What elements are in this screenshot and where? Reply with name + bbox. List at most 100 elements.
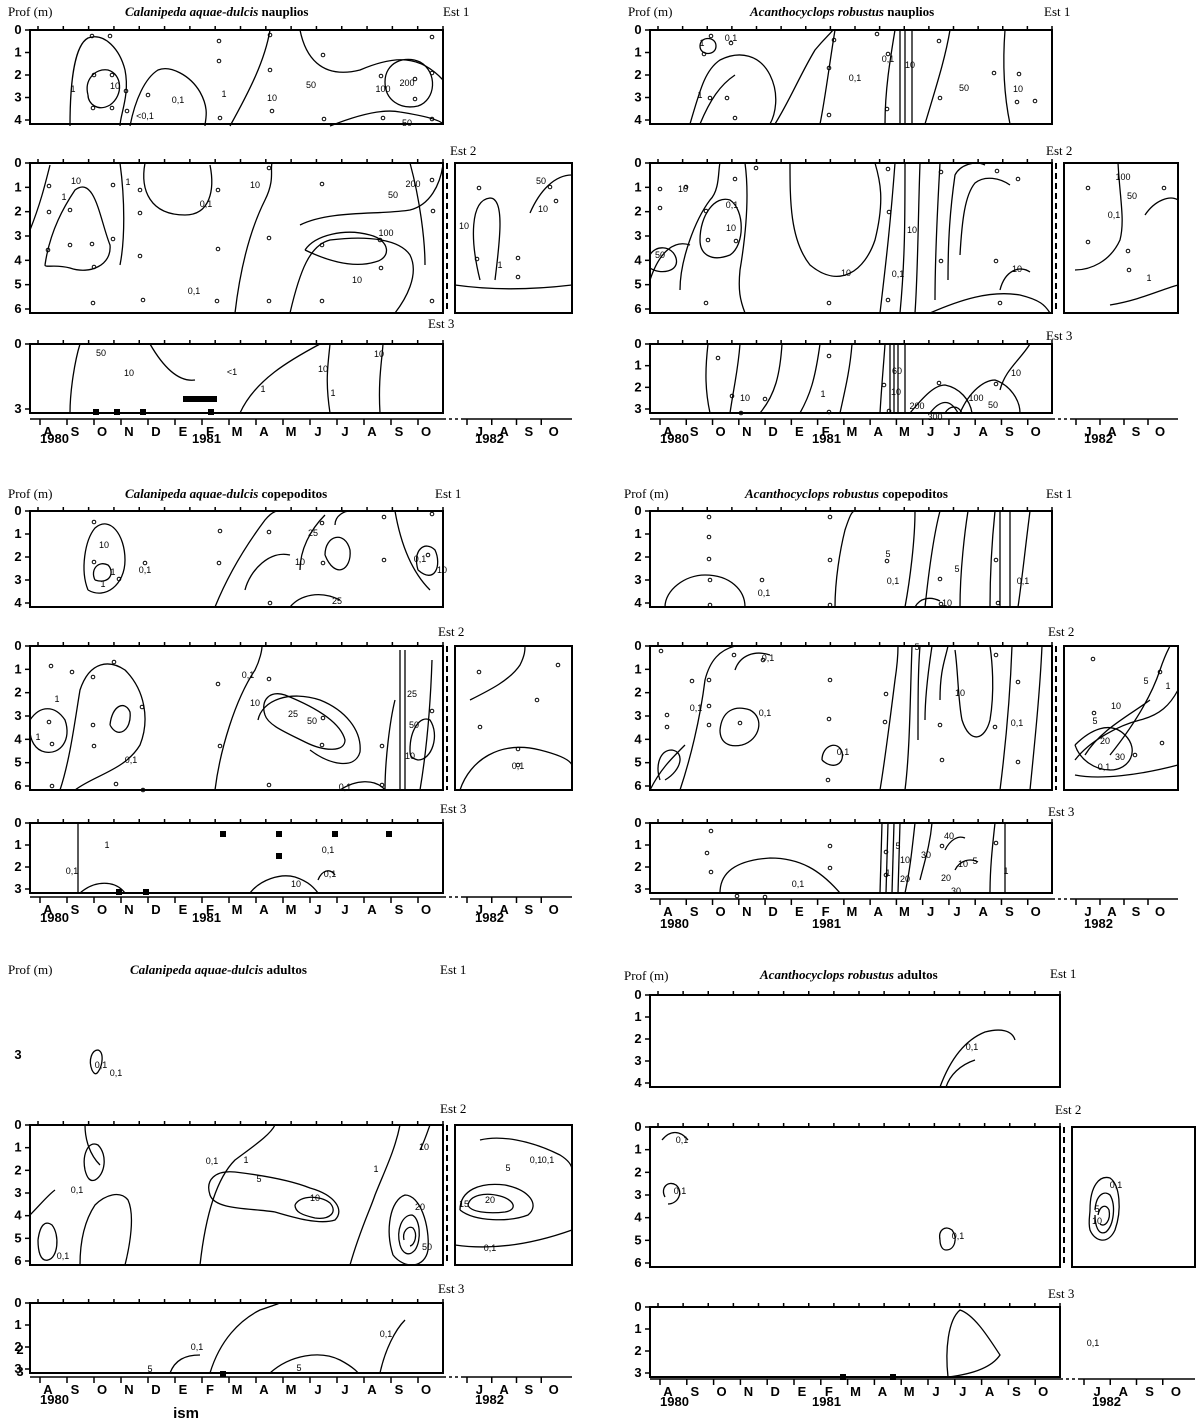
sample-point	[993, 840, 999, 846]
sample-point	[515, 255, 521, 261]
contour-label: 30	[1115, 752, 1125, 762]
contour-line	[143, 162, 213, 216]
sample-point	[140, 787, 146, 793]
month-tick-label: A	[1107, 904, 1117, 919]
panel-1	[25, 26, 573, 425]
contour-line	[263, 693, 346, 750]
sample-marker	[386, 831, 392, 837]
top-ticks	[37, 642, 444, 646]
month-tick-label: O	[97, 424, 107, 439]
contour-line	[398, 1214, 420, 1255]
sample-point	[703, 208, 709, 214]
sample-point	[729, 393, 735, 399]
sample-point	[938, 169, 944, 175]
contour-line	[891, 822, 895, 894]
sample-point	[762, 396, 768, 402]
month-tick-label: M	[904, 1384, 915, 1399]
contour-label: 1	[330, 388, 335, 398]
contour-label: 1	[1165, 681, 1170, 691]
station-label: Est 1	[435, 486, 462, 501]
month-tick-label: O	[1038, 1384, 1048, 1399]
sample-point	[429, 708, 435, 714]
contour-line	[326, 343, 331, 414]
sample-point	[993, 381, 999, 387]
depth-tick-label: 2	[14, 549, 21, 564]
contour-line	[109, 704, 131, 733]
contour-line	[289, 594, 341, 608]
sample-point	[320, 52, 326, 58]
contour-label: <1	[227, 367, 237, 377]
sample-point	[826, 300, 832, 306]
month-tick-label: N	[744, 1384, 753, 1399]
station-frame	[29, 162, 444, 314]
contour-label: 0,1	[512, 761, 525, 771]
contour-line	[29, 1189, 56, 1216]
contour-line	[467, 1193, 514, 1214]
contour-label: 10	[419, 1142, 429, 1152]
depth-tick-label: 1	[14, 526, 21, 541]
depth-tick-label: 6	[14, 1253, 21, 1268]
top-ticks	[37, 507, 444, 511]
month-tick-label: J	[476, 1382, 483, 1397]
contour-line	[944, 836, 966, 851]
month-tick-label: A	[259, 424, 269, 439]
year-label: 1980	[660, 431, 689, 446]
month-tick-label: F	[206, 424, 214, 439]
sample-point	[993, 652, 999, 658]
sample-point	[1015, 679, 1021, 685]
stray-depth-label: 3	[16, 1364, 23, 1379]
depth-axis-label: Prof (m)	[624, 486, 669, 501]
sample-point	[429, 116, 435, 122]
contour-label: 10	[310, 1193, 320, 1203]
month-tick-label: J	[314, 1382, 321, 1397]
contour-label: 1	[70, 84, 75, 94]
contour-label: 0,1	[882, 54, 895, 64]
contour-label: 10	[1111, 701, 1121, 711]
station-label: Est 2	[438, 624, 465, 639]
contour-line	[719, 857, 841, 894]
contour-label: 0,1	[339, 782, 352, 792]
contour-label: 10	[726, 223, 736, 233]
month-tick-label: O	[717, 1384, 727, 1399]
contour-line	[914, 597, 941, 608]
contour-line	[299, 164, 444, 226]
year-label: 1980	[40, 431, 69, 446]
sample-point	[1091, 710, 1097, 716]
top-ticks	[657, 819, 1053, 823]
station-label: Est 2	[450, 143, 477, 158]
stage-name: copepoditos	[882, 486, 948, 501]
contour-label: 0,1	[188, 286, 201, 296]
contour-line	[929, 401, 959, 414]
sample-point	[429, 177, 435, 183]
month-tick-label: M	[232, 1382, 243, 1397]
contour-label: 1	[1003, 866, 1008, 876]
contour-line	[229, 29, 271, 127]
month-tick-label: O	[97, 1382, 107, 1397]
contour-label: 0,1	[322, 845, 335, 855]
contour-line	[679, 645, 736, 791]
contour-label: 1	[497, 260, 502, 270]
contour-label: 50	[988, 400, 998, 410]
sample-point	[91, 264, 97, 270]
depth-tick-label: 0	[634, 638, 641, 653]
depth-axis-label: Prof (m)	[624, 968, 669, 983]
contour-line	[59, 663, 146, 791]
sample-point	[826, 353, 832, 359]
sample-point	[429, 511, 435, 517]
contour-label: 50	[402, 118, 412, 128]
contour-line	[917, 645, 921, 741]
month-tick-label: S	[690, 424, 699, 439]
contour-label: 0,1	[125, 755, 138, 765]
contour-label: 60	[892, 366, 902, 376]
contour-line	[999, 268, 1031, 291]
contour-label: 10	[1013, 84, 1023, 94]
sample-point	[217, 743, 223, 749]
sample-point	[110, 182, 116, 188]
contour-line	[904, 510, 916, 608]
depth-tick-label: 0	[14, 1295, 21, 1310]
sample-point	[939, 843, 945, 849]
contour-label: 10	[907, 225, 917, 235]
sample-point	[664, 724, 670, 730]
depth-tick-label: 6	[634, 1255, 641, 1270]
contour-label: 10	[740, 393, 750, 403]
